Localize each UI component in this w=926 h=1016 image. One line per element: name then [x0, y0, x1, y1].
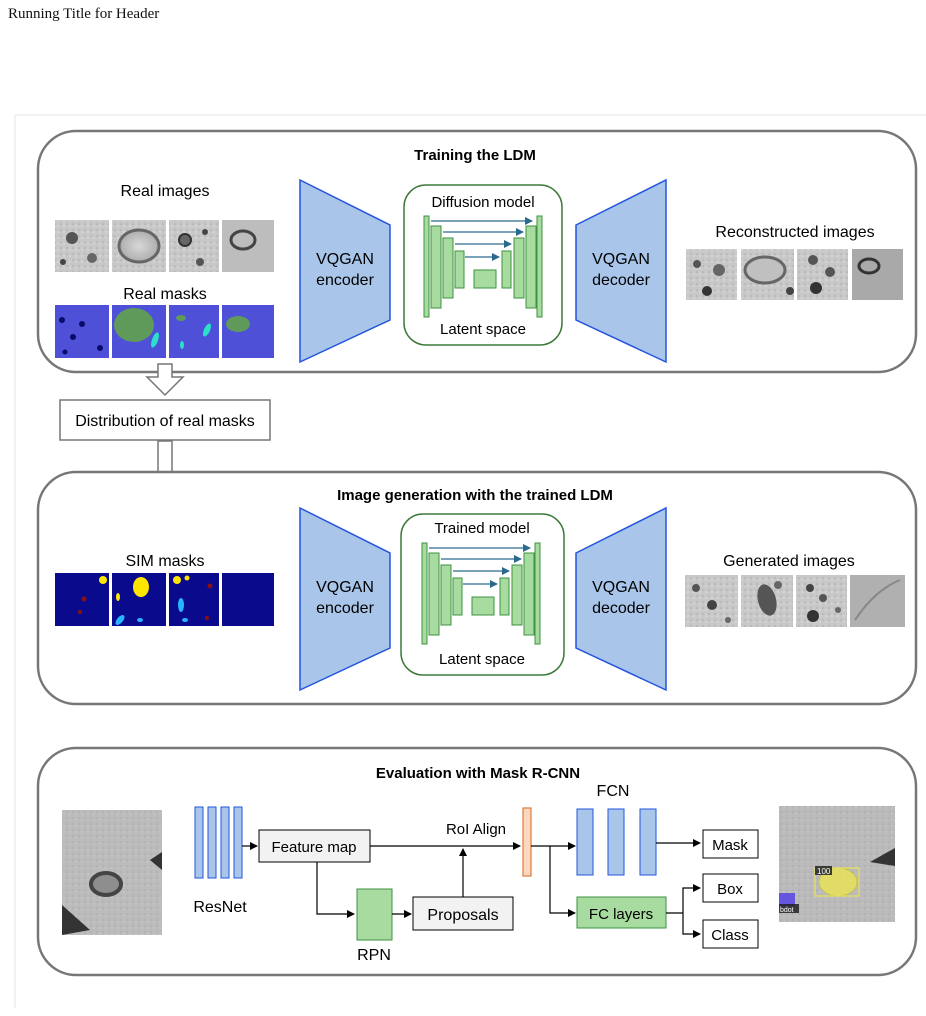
- fcn-label: FCN: [597, 783, 630, 800]
- reconstructed-images-label: Reconstructed images: [715, 224, 874, 241]
- fc-layers-box: [576, 896, 667, 929]
- latent-space-label-1: Latent space: [440, 321, 526, 338]
- generated-image-thumbnails: [685, 575, 905, 627]
- real-images-label: Real images: [121, 183, 210, 200]
- encoder-2-label-line2: encoder: [316, 600, 374, 617]
- trained-model-box: [400, 513, 565, 676]
- encoder-2-label-line1: VQGAN: [316, 579, 374, 596]
- latent-space-label-2: Latent space: [439, 651, 525, 668]
- roi-align-label: RoI Align: [446, 821, 506, 838]
- reconstructed-image-thumbnails: [686, 249, 903, 300]
- resnet-label: ResNet: [193, 899, 247, 916]
- down-arrow-1: [145, 363, 185, 397]
- detection-score: 100: [817, 867, 831, 876]
- feature-map-label: Feature map: [271, 839, 356, 856]
- fc-layers-label: FC layers: [589, 906, 653, 923]
- decoder-1-label-line2: decoder: [592, 272, 650, 289]
- distribution-box: [59, 399, 271, 441]
- running-title: Running Title for Header: [8, 6, 160, 22]
- decoder-2-label-line2: decoder: [592, 600, 650, 617]
- class-label: Class: [711, 927, 749, 944]
- box-output-box: [702, 873, 759, 903]
- encoder-1-label-line1: VQGAN: [316, 251, 374, 268]
- mask-output-box: [702, 829, 759, 859]
- trained-model-label: Trained model: [434, 520, 529, 537]
- input-em-image: [62, 810, 162, 935]
- fcn-blocks: [576, 808, 657, 876]
- vqgan-encoder-2: [299, 506, 391, 692]
- mask-label: Mask: [712, 837, 748, 854]
- unet-diagram-2: [421, 542, 541, 645]
- proposals-label: Proposals: [427, 907, 498, 924]
- rpn-label: RPN: [357, 947, 391, 964]
- sim-mask-thumbnails: [55, 573, 274, 626]
- panel-evaluation-title: Evaluation with Mask R-CNN: [376, 765, 580, 782]
- output-detection-image: 100 bdot: [779, 806, 895, 922]
- box-label: Box: [717, 881, 743, 898]
- decoder-1-label-line1: VQGAN: [592, 251, 650, 268]
- resnet-blocks: [194, 806, 243, 879]
- class-output-box: [702, 919, 759, 949]
- real-image-thumbnails: [55, 220, 274, 272]
- diffusion-model-label: Diffusion model: [431, 194, 534, 211]
- sim-masks-label: SIM masks: [125, 553, 204, 570]
- diffusion-model-box: [403, 184, 563, 346]
- distribution-label: Distribution of real masks: [75, 413, 255, 430]
- decoder-2-label-line1: VQGAN: [592, 579, 650, 596]
- detection-class: bdot: [780, 907, 794, 914]
- encoder-1-label-line2: encoder: [316, 272, 374, 289]
- panel-evaluation: [36, 746, 918, 977]
- panel-training-title: Training the LDM: [414, 147, 536, 164]
- vqgan-decoder-1: [575, 178, 667, 364]
- vqgan-encoder-1: [299, 178, 391, 364]
- vqgan-decoder-2: [575, 506, 667, 692]
- unet-diagram-1: [423, 215, 543, 318]
- panel-generation-title: Image generation with the trained LDM: [337, 487, 613, 504]
- real-mask-thumbnails: [55, 305, 274, 358]
- real-masks-label: Real masks: [123, 286, 207, 303]
- rpn-box: [356, 888, 393, 941]
- roi-align-bar: [522, 807, 532, 877]
- generated-images-label: Generated images: [723, 553, 855, 570]
